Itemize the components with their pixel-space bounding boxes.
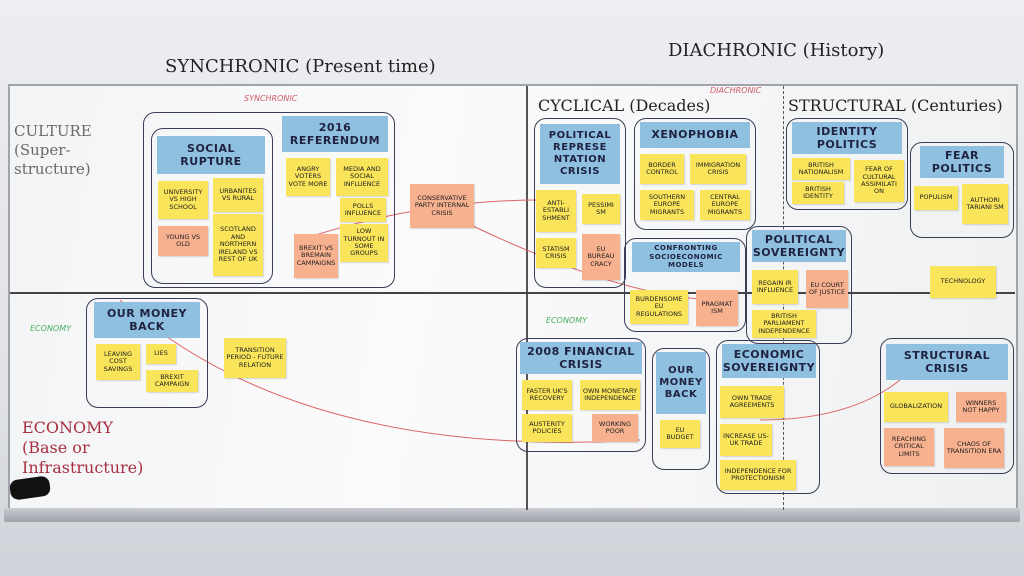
sticky-note: MEDIA AND SOCIAL INFLUENCE — [336, 158, 388, 196]
sticky-note: BREXIT CAMPAIGN — [146, 370, 198, 392]
sticky-note: GLOBALIZATION — [884, 392, 948, 422]
sticky-note: POLLS INFLUENCE — [340, 198, 386, 222]
sticky-note: BURDENSOME EU REGULATIONS — [630, 290, 688, 324]
sticky-note: LEAVING COST SAVINGS — [96, 344, 140, 380]
sticky-note: EU BUDGET — [660, 420, 700, 448]
conservative-note: CONSERVATIVE PARTY INTERNAL CRISIS — [410, 184, 474, 228]
synchronic-heading: SYNCHRONIC (Present time) — [165, 56, 436, 77]
our-money-back-mid-group — [652, 348, 710, 470]
xenophobia-group — [634, 118, 756, 230]
sticky-note: EU BUREAU CRACY — [582, 234, 620, 280]
diachronic-heading: DIACHRONIC (History) — [668, 40, 885, 61]
our-money-back-left-group — [86, 298, 208, 408]
economy-scribble-mid: ECONOMY — [546, 316, 588, 325]
cyclical-heading: CYCLICAL (Decades) — [538, 96, 711, 115]
sticky-note: ANGRY VOTERS VOTE MORE — [286, 158, 330, 196]
sticky-note: EU COURT OF JUSTICE — [806, 270, 848, 308]
sticky-note: IMMIGRATION CRISIS — [690, 154, 746, 184]
economy-label: ECONOMY (Base or Infrastructure) — [22, 418, 144, 477]
culture-label: CULTURE (Super- structure) — [14, 122, 92, 178]
economy-scribble-left: ECONOMY — [30, 324, 72, 333]
sticky-note: BRITISH PARLIAMENT INDEPENDENCE — [752, 310, 816, 338]
financial-group — [516, 338, 646, 452]
grid-horizontal-line — [10, 292, 1015, 294]
referendum-title: 2016 REFERENDUM — [282, 116, 388, 152]
political-rep-group — [534, 118, 626, 288]
sticky-note: OWN TRADE AGREEMENTS — [720, 386, 784, 418]
economic-sov-group — [716, 340, 820, 494]
sticky-note: BREXIT VS BREMAIN CAMPAIGNS — [294, 234, 338, 278]
financial-title: 2008 FINANCIAL CRISIS — [520, 342, 642, 374]
our-money-back-mid-title: OUR MONEY BACK — [656, 352, 706, 414]
sticky-note: FASTER UK'S RECOVERY — [522, 380, 572, 410]
sticky-note: CENTRAL EUROPE MIGRANTS — [700, 190, 750, 220]
sticky-note: WINNERS NOT HAPPY — [956, 392, 1006, 422]
sticky-note: FEAR OF CULTURAL ASSIMILATI ON — [854, 160, 904, 202]
marker-tray — [4, 508, 1020, 522]
fear-title: FEAR POLITICS — [920, 146, 1004, 178]
sticky-note: YOUNG VS OLD — [158, 226, 208, 256]
our-money-back-left-title: OUR MONEY BACK — [94, 302, 200, 338]
fear-group — [910, 142, 1014, 238]
sticky-note: SCOTLAND AND NORTHERN IRELAND VS REST OF… — [213, 214, 263, 276]
sticky-note: BRITISH IDENTITY — [792, 182, 844, 204]
political-sov-group — [746, 226, 852, 344]
sticky-note: STATISM CRISIS — [536, 238, 576, 268]
technology-note: TECHNOLOGY — [930, 266, 996, 298]
sticky-note: URBANITES VS RURAL — [213, 178, 263, 212]
sticky-note: REACHING CRITICAL LIMITS — [884, 428, 934, 466]
sticky-note: REGAIN IR INFLUENCE — [752, 270, 798, 304]
identity-title: IDENTITY POLITICS — [792, 122, 902, 154]
sticky-note: OWN MONETARY INDEPENDENCE — [580, 380, 640, 410]
confronting-group — [624, 238, 746, 332]
transition-note: TRANSITION PERIOD - FUTURE RELATION — [224, 338, 286, 378]
confronting-title: CONFRONTING SOCIOECONOMIC MODELS — [632, 242, 740, 272]
structural-crisis-title: STRUCTURAL CRISIS — [886, 344, 1008, 380]
sticky-note: POPULISM — [914, 186, 958, 210]
sticky-note: AUTHORI TARIANI SM — [962, 184, 1008, 224]
structural-crisis-group — [880, 338, 1014, 474]
political-sov-title: POLITICAL SOVEREIGNTY — [752, 230, 846, 262]
sticky-note: BORDER CONTROL — [640, 154, 684, 184]
social-rupture-title: SOCIAL RUPTURE — [157, 136, 265, 174]
political-rep-title: POLITICAL REPRESE NTATION CRISIS — [540, 124, 620, 184]
sticky-note: UNIVERSITY VS HIGH SCHOOL — [158, 181, 208, 219]
synchronic-scribble: SYNCHRONIC — [244, 94, 298, 103]
diachronic-scribble: DIACHRONIC — [710, 86, 762, 95]
sticky-note: PESSIMI SM — [582, 194, 620, 224]
sticky-note: WORKING POOR — [592, 414, 638, 442]
sticky-note: INDEPENDENCE FOR PROTECTIONISM — [720, 460, 796, 490]
sticky-note: AUSTERITY POLICIES — [522, 414, 572, 442]
sticky-note: LOW TURNOUT IN SOME GROUPS — [340, 224, 388, 262]
structural-heading: STRUCTURAL (Centuries) — [788, 96, 1003, 115]
sticky-note: BRITISH NATIONALISM — [792, 158, 850, 180]
sticky-note: LIES — [146, 344, 176, 364]
social-rupture-group — [151, 128, 273, 284]
identity-group — [786, 118, 908, 210]
sticky-note: ANTI-ESTABLI SHMENT — [536, 190, 576, 232]
economic-sov-title: ECONOMIC SOVEREIGNTY — [722, 344, 816, 378]
sticky-note: INCREASE US-UK TRADE — [720, 424, 772, 456]
sticky-note: SOUTHERN EUROPE MIGRANTS — [640, 190, 694, 220]
synchronic-culture-group — [143, 112, 395, 288]
xenophobia-title: XENOPHOBIA — [640, 122, 750, 148]
sticky-note: CHAOS OF TRANSITION ERA — [944, 428, 1004, 468]
sticky-note: PRAGMAT ISM — [696, 290, 738, 326]
